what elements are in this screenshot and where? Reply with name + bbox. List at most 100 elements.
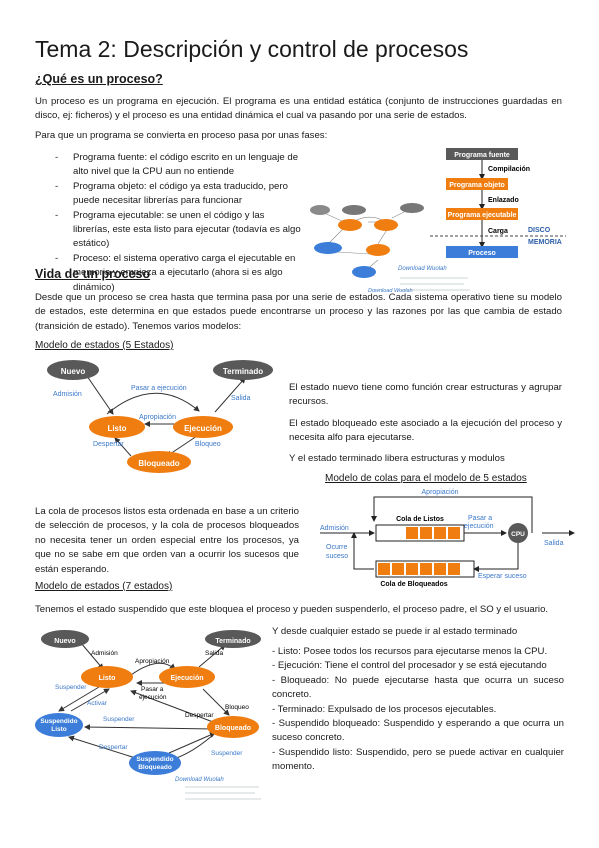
svg-text:Despertar: Despertar	[185, 712, 214, 719]
model7-heading: Modelo de estados (7 estados)	[35, 581, 173, 592]
svg-text:ejecución: ejecución	[464, 523, 494, 530]
svg-text:Suspender: Suspender	[211, 750, 243, 757]
svg-text:Listo: Listo	[107, 424, 126, 433]
section-heading-vida: Vida de un proceso	[35, 267, 151, 281]
svg-text:suceso: suceso	[326, 553, 348, 560]
node-suspendido-bloqueado	[129, 751, 181, 775]
svg-text:Listo: Listo	[99, 675, 116, 682]
svg-text:Pasar a: Pasar a	[468, 515, 492, 522]
svg-text:Proceso: Proceso	[468, 250, 496, 257]
list-item: - Suspendido bloqueado: Suspendido y esp…	[272, 718, 564, 744]
section-heading-que-es: ¿Qué es un proceso?	[35, 72, 163, 86]
phases-list: Programa fuente: el código escrito en un…	[35, 151, 303, 295]
model7-states-list: - Listo: Posee todos los recursos para e…	[272, 645, 564, 775]
svg-text:Suspendido: Suspendido	[40, 718, 77, 725]
svg-text:Programa objeto: Programa objeto	[449, 182, 505, 189]
node-listo-7	[81, 666, 133, 688]
vida-intro: Desde que un proceso se crea hasta que t…	[35, 292, 562, 332]
model5-diagram: Nuevo Terminado Listo Ejecución Bloquead…	[47, 360, 273, 473]
svg-text:Ejecución: Ejecución	[184, 424, 222, 433]
node-bloqueado-7	[207, 716, 259, 738]
svg-text:Salida: Salida	[205, 650, 223, 657]
queue-model-heading: Modelo de colas para el modelo de 5 esta…	[325, 473, 527, 484]
svg-text:MEMORIA: MEMORIA	[528, 239, 562, 246]
svg-text:Listo: Listo	[51, 726, 67, 733]
svg-text:Terminado: Terminado	[223, 367, 263, 376]
box-programa-fuente	[446, 148, 518, 160]
svg-text:Admisión: Admisión	[53, 391, 82, 398]
queue-diagram: Apropiación Cola de Listos Admisión Pasa…	[320, 489, 575, 588]
list-item: Programa objeto: el código ya esta tradu…	[35, 180, 303, 209]
svg-text:Pasar a ejecución: Pasar a ejecución	[131, 385, 187, 392]
model7-diagram: Nuevo Terminado Listo Ejecución Suspendi…	[35, 630, 261, 800]
list-item: Programa fuente: el código escrito en un…	[35, 151, 303, 180]
model5-heading: Modelo de estados (5 Estados)	[35, 340, 174, 351]
svg-text:Apropiación: Apropiación	[139, 414, 176, 421]
list-item: - Ejecución: Tiene el control del proces…	[272, 660, 547, 672]
svg-text:Programa fuente: Programa fuente	[454, 152, 510, 159]
svg-text:Terminado: Terminado	[215, 638, 250, 645]
svg-text:Esperar suceso: Esperar suceso	[478, 573, 527, 580]
svg-text:Ocurre: Ocurre	[326, 544, 348, 551]
node-terminado-7	[205, 630, 261, 648]
svg-text:Suspender: Suspender	[55, 684, 87, 691]
node-nuevo	[47, 360, 99, 380]
svg-text:Bloqueado: Bloqueado	[138, 764, 172, 771]
model5-note-terminado: Y el estado terminado libera estructuras…	[289, 453, 505, 464]
list-item: Programa ejecutable: se unen el código y…	[35, 209, 303, 252]
svg-text:Suspender: Suspender	[103, 716, 135, 723]
box-proceso	[446, 246, 518, 258]
model7-intro: Tenemos el estado suspendido que este bl…	[35, 604, 549, 615]
svg-text:Pasar a: Pasar a	[141, 686, 164, 693]
list-item: - Terminado: Expulsado de los procesos e…	[272, 703, 497, 715]
svg-text:Despertar: Despertar	[93, 441, 124, 448]
scribble-note: Download Wuolah	[398, 266, 470, 291]
svg-text:Enlazado: Enlazado	[488, 197, 519, 204]
svg-text:Despertar: Despertar	[99, 744, 128, 751]
queue-explanation: La cola de procesos listos esta ordenada…	[35, 506, 299, 575]
list-item: - Suspendido listo: Suspendido, pero se …	[272, 746, 564, 773]
svg-text:Compilación: Compilación	[488, 166, 530, 173]
svg-text:Activar: Activar	[87, 700, 108, 707]
svg-text:ejecución: ejecución	[139, 694, 167, 701]
list-item: - Listo: Posee todos los recursos para e…	[272, 646, 548, 657]
node-bloqueado	[127, 451, 191, 473]
svg-text:Admisión: Admisión	[91, 650, 118, 657]
svg-text:Nuevo: Nuevo	[61, 367, 86, 376]
node-ejecucion	[173, 416, 233, 438]
svg-text:Bloqueado: Bloqueado	[215, 725, 251, 732]
svg-text:Carga: Carga	[488, 228, 508, 235]
model5-note-bloqueado: El estado bloqueado este asociado a la e…	[289, 418, 562, 444]
svg-text:Cola de Listos: Cola de Listos	[396, 516, 444, 523]
node-suspendido-listo	[35, 713, 83, 737]
handnote-7: Download Wuolah	[175, 777, 224, 783]
svg-text:Bloqueo: Bloqueo	[195, 441, 221, 448]
handnote: Download Wuolah	[368, 288, 413, 294]
small-state-graph: Download Wuolah	[308, 200, 428, 300]
svg-text:Apropiación: Apropiación	[135, 658, 170, 665]
svg-text:Bloqueo: Bloqueo	[225, 704, 249, 711]
svg-text:DISCO: DISCO	[528, 227, 551, 234]
svg-text:Apropiación: Apropiación	[422, 489, 459, 496]
svg-text:Ejecución: Ejecución	[170, 675, 203, 682]
intro-paragraph: Un proceso es un programa en ejecución. …	[35, 96, 562, 122]
model7-side-intro: Y desde cualquier estado se puede ir al …	[272, 626, 518, 637]
svg-text:CPU: CPU	[511, 531, 525, 538]
svg-text:Bloqueado: Bloqueado	[138, 459, 179, 468]
phase-diagram: Programa fuente Compilación Programa obj…	[430, 148, 566, 258]
svg-text:Download Wuolah: Download Wuolah	[398, 266, 447, 272]
svg-text:Nuevo: Nuevo	[54, 638, 75, 645]
node-terminado	[213, 360, 273, 380]
box-programa-objeto	[446, 178, 508, 190]
svg-text:Suspendido: Suspendido	[136, 756, 173, 763]
cpu-node	[508, 523, 528, 543]
svg-text:Programa ejecutable: Programa ejecutable	[448, 212, 517, 219]
list-item: Proceso: el sistema operativo carga el e…	[35, 252, 303, 295]
model5-note-nuevo: El estado nuevo tiene como función crear…	[289, 382, 562, 408]
list-item: - Bloqueado: No puede ejecutarse hasta q…	[272, 674, 564, 701]
node-ejecucion-7	[159, 666, 215, 688]
svg-text:Cola de Bloqueados: Cola de Bloqueados	[380, 581, 447, 588]
svg-text:Admisión: Admisión	[320, 525, 349, 532]
svg-text:Salida: Salida	[231, 395, 251, 402]
node-listo	[89, 416, 145, 438]
